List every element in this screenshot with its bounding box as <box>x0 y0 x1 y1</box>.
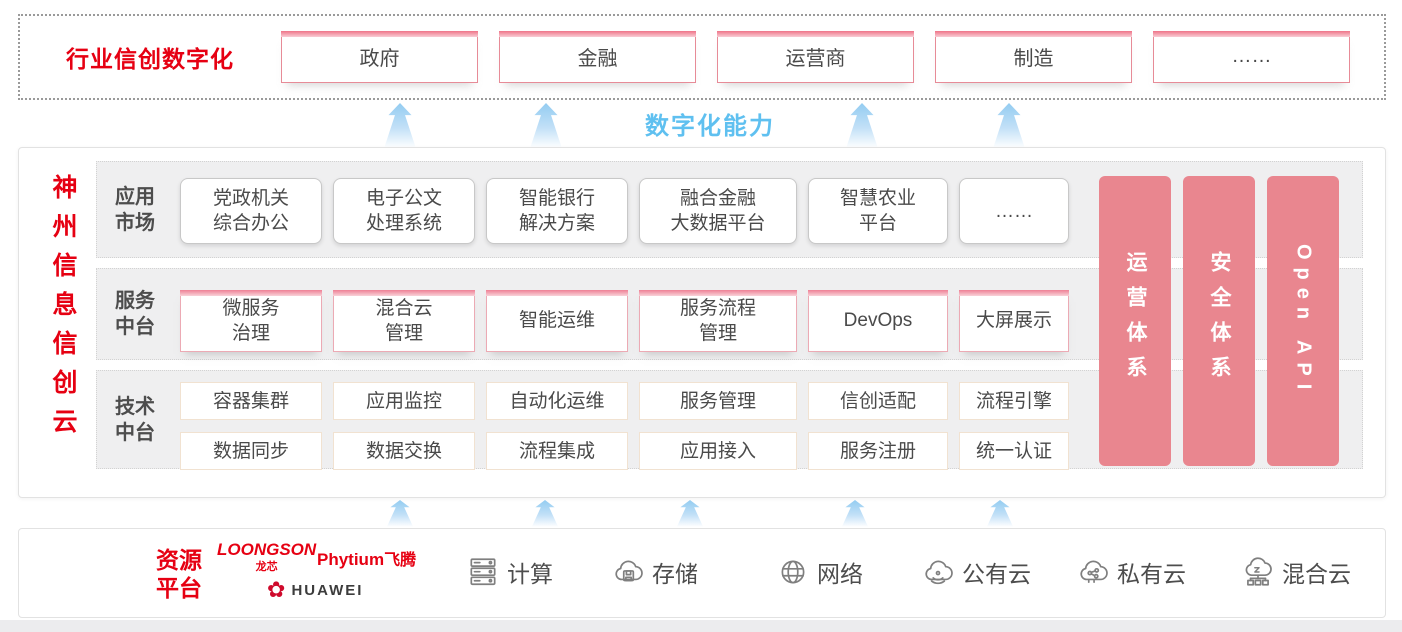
band-label: 技术中台 <box>115 395 155 444</box>
pillar-label: 运营体系 <box>1124 251 1147 391</box>
resource-item-public-cloud: 公有云 <box>921 555 1031 589</box>
resource-item-label: 混合云 <box>1282 561 1351 587</box>
resource-item-label: 私有云 <box>1117 561 1186 587</box>
platform-box: 自动化运维 <box>486 382 628 420</box>
huawei-logo: ✿ HUAWEI <box>267 579 363 601</box>
platform-box: 数据同步 <box>180 432 322 470</box>
resource-item-label: 网络 <box>817 561 863 587</box>
platform-box: 智能银行解决方案 <box>486 178 628 244</box>
platform-box: 电子公文处理系统 <box>333 178 475 244</box>
platform-container: 神州信息信创云 应用市场党政机关综合办公电子公文处理系统智能银行解决方案融合金融… <box>18 147 1386 498</box>
platform-box: 应用接入 <box>639 432 797 470</box>
pillar-label: 安全体系 <box>1208 251 1231 391</box>
resource-platform: 资源平台 LOONGSON 龙芯 Phytium飞腾 ✿ HUAWEI 计算 存储 网络… <box>18 528 1386 618</box>
platform-box: 大屏展示 <box>959 290 1069 352</box>
up-arrow-icon <box>676 500 704 527</box>
pillar-system: 安全体系 <box>1183 176 1255 466</box>
industry-banner-title: 行业信创数字化 <box>66 46 234 72</box>
platform-box: 应用监控 <box>333 382 475 420</box>
phytium-wordmark: Phytium <box>317 550 385 569</box>
platform-band-tech: 技术中台容器集群应用监控自动化运维服务管理信创适配流程引擎数据同步数据交换流程集… <box>96 370 1363 470</box>
box-row: 容器集群应用监控自动化运维服务管理信创适配流程引擎 <box>180 382 1069 420</box>
up-arrow-icon <box>531 500 559 527</box>
industry-box: 金融 <box>499 31 696 83</box>
platform-box: 流程引擎 <box>959 382 1069 420</box>
loongson-cn: 龙芯 <box>255 561 278 573</box>
up-arrow-icon <box>386 500 414 527</box>
loongson-wordmark: LOONGSON <box>217 540 317 559</box>
network-globe-icon <box>776 555 810 589</box>
server-icon <box>466 555 500 589</box>
industry-box-list: 政府金融运营商制造 …… <box>281 31 1350 83</box>
resource-item-network-globe: 网络 <box>776 555 863 589</box>
platform-box: 智慧农业平台 <box>808 178 948 244</box>
platform-box: 统一认证 <box>959 432 1069 470</box>
bottom-divider <box>0 620 1402 632</box>
platform-box: 融合金融大数据平台 <box>639 178 797 244</box>
platform-box: 服务注册 <box>808 432 948 470</box>
band-label: 应用市场 <box>115 185 155 234</box>
resource-item-hybrid-cloud: 混合云 <box>1241 555 1351 589</box>
platform-box: 信创适配 <box>808 382 948 420</box>
storage-cloud-icon <box>611 555 645 589</box>
box-row: 数据同步数据交换流程集成应用接入服务注册统一认证 <box>180 432 1069 470</box>
platform-box: …… <box>959 178 1069 244</box>
platform-box: 容器集群 <box>180 382 322 420</box>
platform-box: 微服务治理 <box>180 290 322 352</box>
public-cloud-icon <box>921 555 955 589</box>
resource-item-server: 计算 <box>466 555 553 589</box>
platform-box: 服务流程管理 <box>639 290 797 352</box>
up-arrow-icon <box>986 500 1014 527</box>
pillar-open-api: Open API <box>1267 176 1339 466</box>
loongson-logo: LOONGSON 龙芯 <box>217 540 316 574</box>
platform-box: 混合云管理 <box>333 290 475 352</box>
up-arrow-icon <box>384 103 416 148</box>
resource-item-storage-cloud: 存储 <box>611 555 698 589</box>
industry-banner: 行业信创数字化 政府金融运营商制造 …… <box>18 14 1386 100</box>
box-row: 党政机关综合办公电子公文处理系统智能银行解决方案融合金融大数据平台智慧农业平台…… <box>180 178 1069 244</box>
industry-box: 运营商 <box>717 31 914 83</box>
resource-item-label: 计算 <box>507 561 553 587</box>
resource-item-label: 存储 <box>652 561 698 587</box>
resource-item-private-cloud: 私有云 <box>1076 555 1186 589</box>
up-arrow-icon <box>841 500 869 527</box>
industry-box: 政府 <box>281 31 478 83</box>
platform-box: 党政机关综合办公 <box>180 178 322 244</box>
pillar-label: Open API <box>1292 244 1315 398</box>
phytium-logo: Phytium飞腾 <box>317 546 416 570</box>
up-arrow-icon <box>846 103 878 148</box>
up-arrow-icon <box>993 103 1025 148</box>
resource-item-label: 公有云 <box>962 561 1031 587</box>
platform-box: DevOps <box>808 290 948 352</box>
platform-title: 神州信息信创云 <box>49 174 77 447</box>
huawei-flower-icon: ✿ <box>267 577 286 602</box>
huawei-wordmark: HUAWEI <box>291 581 364 599</box>
industry-box: …… <box>1153 31 1350 83</box>
up-arrow-icon <box>530 103 562 148</box>
platform-box: 流程集成 <box>486 432 628 470</box>
phytium-cn: 飞腾 <box>384 552 417 569</box>
pillar-system: 运营体系 <box>1099 176 1171 466</box>
resource-platform-title: 资源平台 <box>156 547 202 601</box>
industry-box: 制造 <box>935 31 1132 83</box>
platform-band-app: 应用市场党政机关综合办公电子公文处理系统智能银行解决方案融合金融大数据平台智慧农… <box>96 161 1363 258</box>
private-cloud-icon <box>1076 555 1110 589</box>
platform-box: 智能运维 <box>486 290 628 352</box>
hybrid-cloud-icon <box>1241 555 1275 589</box>
capability-label: 数字化能力 <box>645 113 775 140</box>
band-label: 服务中台 <box>115 290 155 338</box>
platform-box: 服务管理 <box>639 382 797 420</box>
platform-box: 数据交换 <box>333 432 475 470</box>
